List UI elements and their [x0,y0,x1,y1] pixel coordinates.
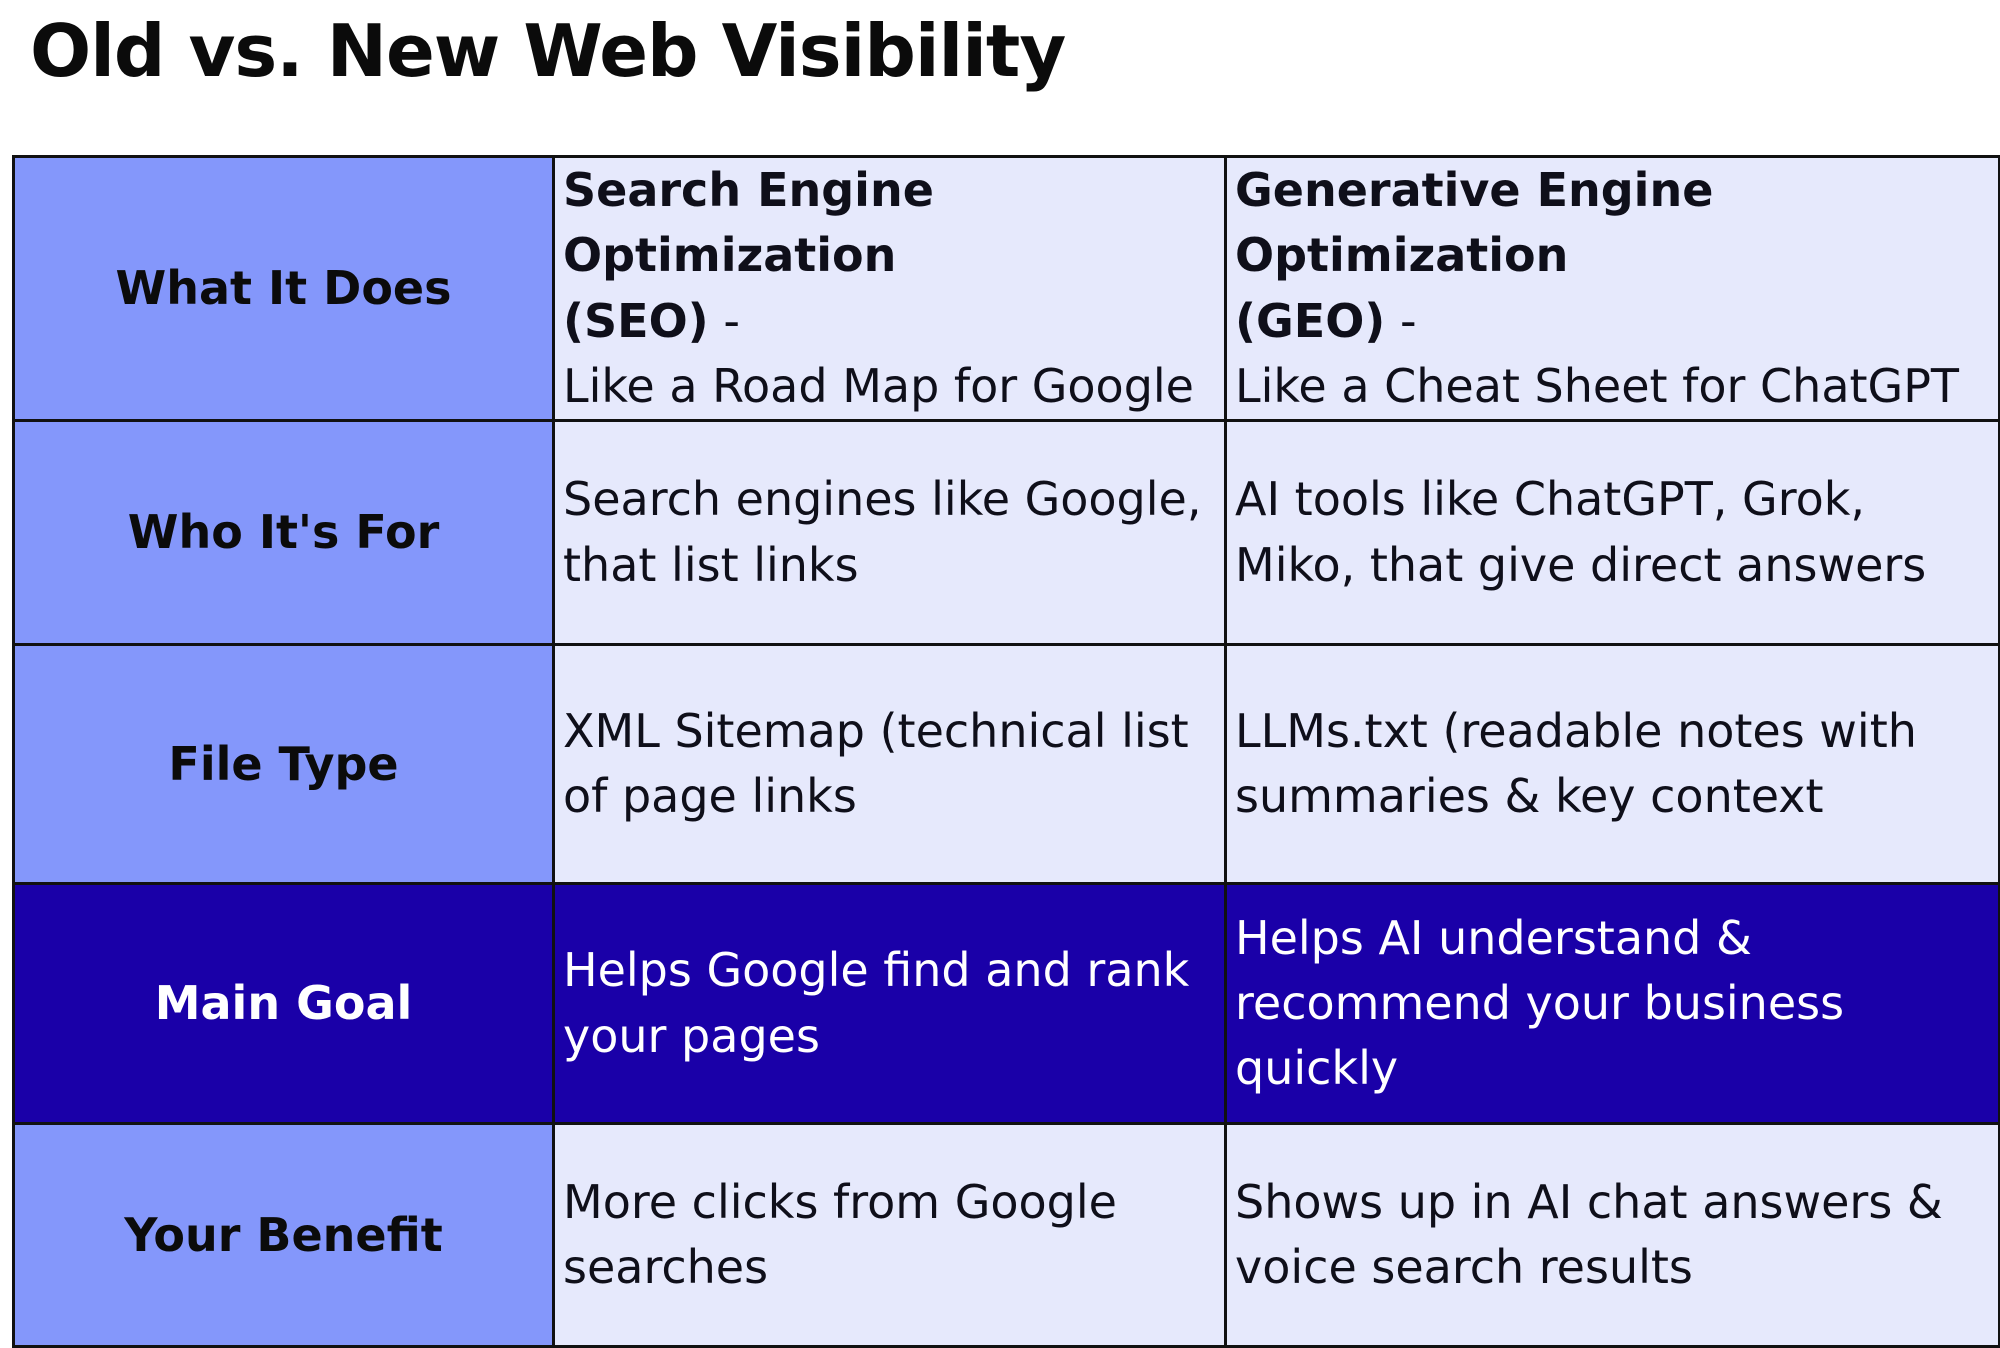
geo-cell-who-its-for: AI tools like ChatGPT, Grok, Miko, that … [1224,419,2000,647]
seo-heading-abbrev: (SEO) [563,293,709,348]
table-row-main-goal: Main Goal Helps Google find and rank you… [12,882,2000,1126]
seo-heading-separator: - [708,293,740,348]
geo-heading-separator: - [1385,293,1417,348]
row-label-who-its-for: Who It's For [12,419,555,647]
geo-heading-line-1: Generative Engine Optimization [1235,163,1714,283]
geo-heading-abbrev: (GEO) [1235,293,1386,348]
geo-cell-your-benefit: Shows up in AI chat answers & voice sear… [1224,1122,2000,1348]
seo-cell-what-it-does: Search Engine Optimization (SEO) - Like … [552,154,1227,423]
geo-tagline: Like a Cheat Sheet for ChatGPT [1235,358,1960,413]
page-title: Old vs. New Web Visibility [30,9,1066,93]
row-label-file-type: File Type [12,643,555,886]
row-label-what-it-does: What It Does [12,154,555,423]
seo-heading-line-1: Search Engine Optimization [563,163,934,283]
seo-tagline: Like a Road Map for Google [563,358,1194,413]
table-row-your-benefit: Your Benefit More clicks from Google sea… [12,1122,2000,1348]
row-label-your-benefit: Your Benefit [12,1122,555,1348]
geo-heading-line-2: (GEO) - [1235,289,1990,354]
geo-cell-main-goal: Helps AI understand & recommend your bus… [1224,882,2000,1126]
seo-cell-your-benefit: More clicks from Google searches [552,1122,1227,1348]
geo-cell-file-type: LLMs.txt (readable notes with summaries … [1224,643,2000,886]
seo-heading-line-2: (SEO) - [563,289,1216,354]
table-row-file-type: File Type XML Sitemap (technical list of… [12,643,2000,886]
geo-cell-what-it-does: Generative Engine Optimization (GEO) - L… [1224,154,2000,423]
seo-cell-who-its-for: Search engines like Google, that list li… [552,419,1227,647]
seo-cell-file-type: XML Sitemap (technical list of page link… [552,643,1227,886]
seo-cell-main-goal: Helps Google find and rank your pages [552,882,1227,1126]
table-row-what-it-does: What It Does Search Engine Optimization … [12,154,2000,423]
comparison-table: What It Does Search Engine Optimization … [12,154,2000,1348]
row-label-main-goal: Main Goal [12,882,555,1126]
table-row-who-its-for: Who It's For Search engines like Google,… [12,419,2000,647]
